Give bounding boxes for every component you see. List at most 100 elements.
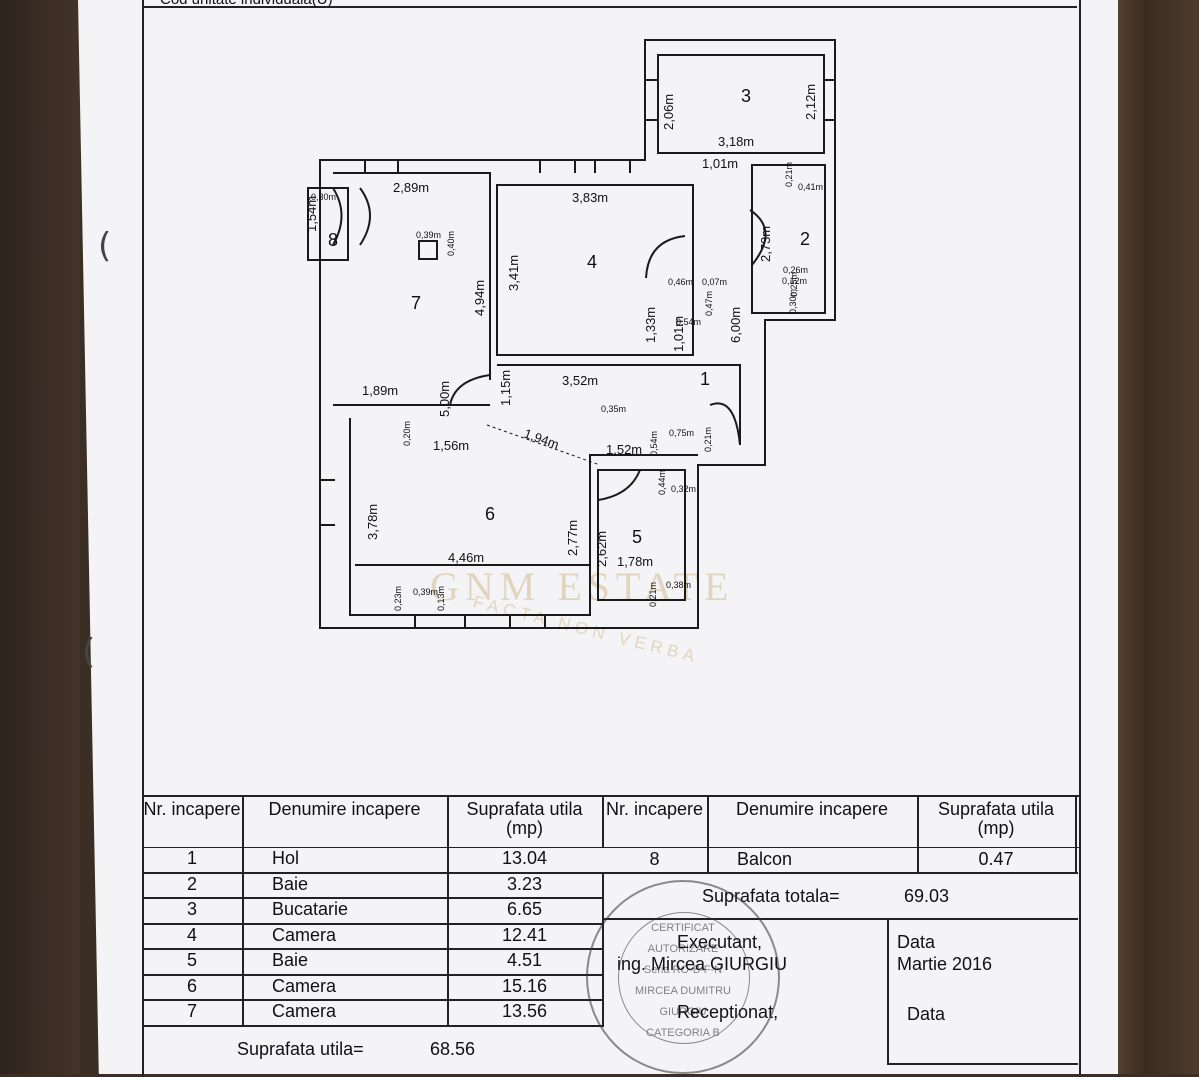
header-line <box>142 6 1077 8</box>
stamp-text: Seria RO-B-F-N <box>643 964 723 976</box>
room-5-label: 5 <box>632 527 642 547</box>
room-6-label: 6 <box>485 504 495 524</box>
stamp-text: MIRCEA DUMITRU <box>635 985 731 997</box>
dimension-label: 0,21m <box>784 162 794 187</box>
row-nr: 5 <box>186 950 197 970</box>
dimension-label: 1,78m <box>617 554 653 569</box>
row-divider <box>142 871 604 874</box>
row-nr: 6 <box>186 975 197 996</box>
room-3-label: 3 <box>741 86 751 106</box>
stamp-text: AUTORIZARE <box>647 943 719 955</box>
dimension-label: 3,83m <box>572 190 608 205</box>
dimension-label: 0,30m <box>311 192 336 202</box>
row-name: Baie <box>272 873 309 894</box>
dimension-label: 0,39m <box>416 230 441 240</box>
row-area: 15.16 <box>501 975 548 996</box>
plan-walls <box>307 39 836 629</box>
row-nr: 1 <box>186 848 197 868</box>
row-area: 13.56 <box>501 1001 548 1021</box>
dimension-label: 4,46m <box>448 550 484 565</box>
col-divider <box>242 795 244 1027</box>
dimension-label: 1,15m <box>498 370 513 406</box>
dimension-label: 3,18m <box>718 134 754 149</box>
room-4-label: 4 <box>587 252 597 272</box>
dimension-label: 0,23m <box>393 586 403 611</box>
useful-label: Suprafata utila= <box>237 1039 364 1059</box>
row-divider <box>887 1063 1078 1065</box>
row-name: Camera <box>272 1001 337 1021</box>
stamp-text: GIURGIU <box>659 1006 707 1018</box>
row-nr: 3 <box>186 899 197 919</box>
dimension-label: 1,89m <box>362 383 398 398</box>
row-area: 6.65 <box>506 899 543 919</box>
row-area: 12.41 <box>501 924 548 945</box>
dimension-label: 0,41m <box>798 182 823 192</box>
row-area: 4.51 <box>506 950 543 970</box>
dimension-label: 0,46m <box>668 277 693 287</box>
row-divider <box>602 872 1078 874</box>
header-name-right: Denumire incapere <box>735 799 889 819</box>
background-right <box>1110 0 1199 1074</box>
dimension-label: 0,54m <box>649 431 659 456</box>
dimension-label: 1,01m <box>702 156 738 171</box>
dimension-label: 3,52m <box>562 373 598 388</box>
dimension-label: 1,56m <box>433 438 469 453</box>
row-name: Hol <box>272 848 300 868</box>
row-divider <box>602 918 1078 920</box>
row-nr: 4 <box>186 924 197 945</box>
dimension-label: 0,07m <box>702 277 727 287</box>
header-text: Cod unitate individuala(U) <box>160 0 333 8</box>
stamp-inner-ring <box>618 912 750 1044</box>
dimension-label: 1,52m <box>606 442 642 457</box>
total-value: 69.03 <box>904 886 950 906</box>
watermark-brand: GNM ESTATE <box>430 564 735 609</box>
stamp-text: CATEGORIA B <box>646 1027 720 1039</box>
room-2-label: 2 <box>800 229 810 249</box>
dimension-label: 1,01m <box>671 316 686 352</box>
right-row-area: 0.47 <box>978 849 1014 869</box>
room-8-label: 8 <box>328 230 338 250</box>
dimension-label: 2,06m <box>661 94 676 130</box>
row-nr: 7 <box>186 1001 197 1021</box>
useful-value: 68.56 <box>430 1039 476 1059</box>
dimension-label: 0,54m <box>676 317 701 327</box>
row-divider <box>142 1024 604 1027</box>
dimension-label: 0,26m <box>783 265 808 275</box>
dimension-label: 0,38m <box>666 580 691 590</box>
dimension-label: 2,62m <box>594 531 609 567</box>
header-area: Suprafata utila (mp) <box>466 799 583 838</box>
row-nr: 2 <box>186 873 197 894</box>
row-name: Camera <box>272 924 337 945</box>
row-divider <box>142 897 604 899</box>
header-area-right: Suprafata utila (mp) <box>937 799 1055 838</box>
data2-label: Data <box>907 1004 946 1024</box>
header-nr: Nr. incapere <box>143 799 241 819</box>
binder-hole-icon: ( <box>98 226 112 266</box>
row-name: Camera <box>272 975 337 996</box>
data-label: Data <box>897 932 936 952</box>
page-frame <box>142 0 1081 1074</box>
row-area: 13.04 <box>501 848 548 868</box>
right-row-name: Balcon <box>737 849 793 869</box>
dimension-label: 4,94m <box>472 280 487 316</box>
official-stamp: CERTIFICAT AUTORIZARE Seria RO-B-F-N MIRCEA… <box>586 880 780 1074</box>
stamp-text: CERTIFICAT <box>651 922 715 934</box>
dimension-label: 6,00m <box>728 307 743 343</box>
dimension-label: 1,94m <box>522 426 561 452</box>
dimension-label: 0,30m <box>788 289 798 314</box>
dimension-label: 5,00m <box>437 381 452 417</box>
dimension-label: 1,33m <box>643 307 658 343</box>
dimension-label: 2,89m <box>393 180 429 195</box>
dimension-label: 0,21m <box>648 582 658 607</box>
dimension-label: 2,73m <box>758 226 773 262</box>
dashed-line <box>486 424 601 466</box>
binder-hole-icon: ( <box>82 632 96 672</box>
dimension-label: 2,12m <box>803 84 818 120</box>
col-divider <box>602 795 604 847</box>
background-left <box>0 0 80 1074</box>
dimension-label: 0,20m <box>402 421 412 446</box>
header-nr-right: Nr. incapere <box>605 799 704 819</box>
room-1-label: 1 <box>700 369 710 389</box>
dimension-label: 0,75m <box>669 428 694 438</box>
